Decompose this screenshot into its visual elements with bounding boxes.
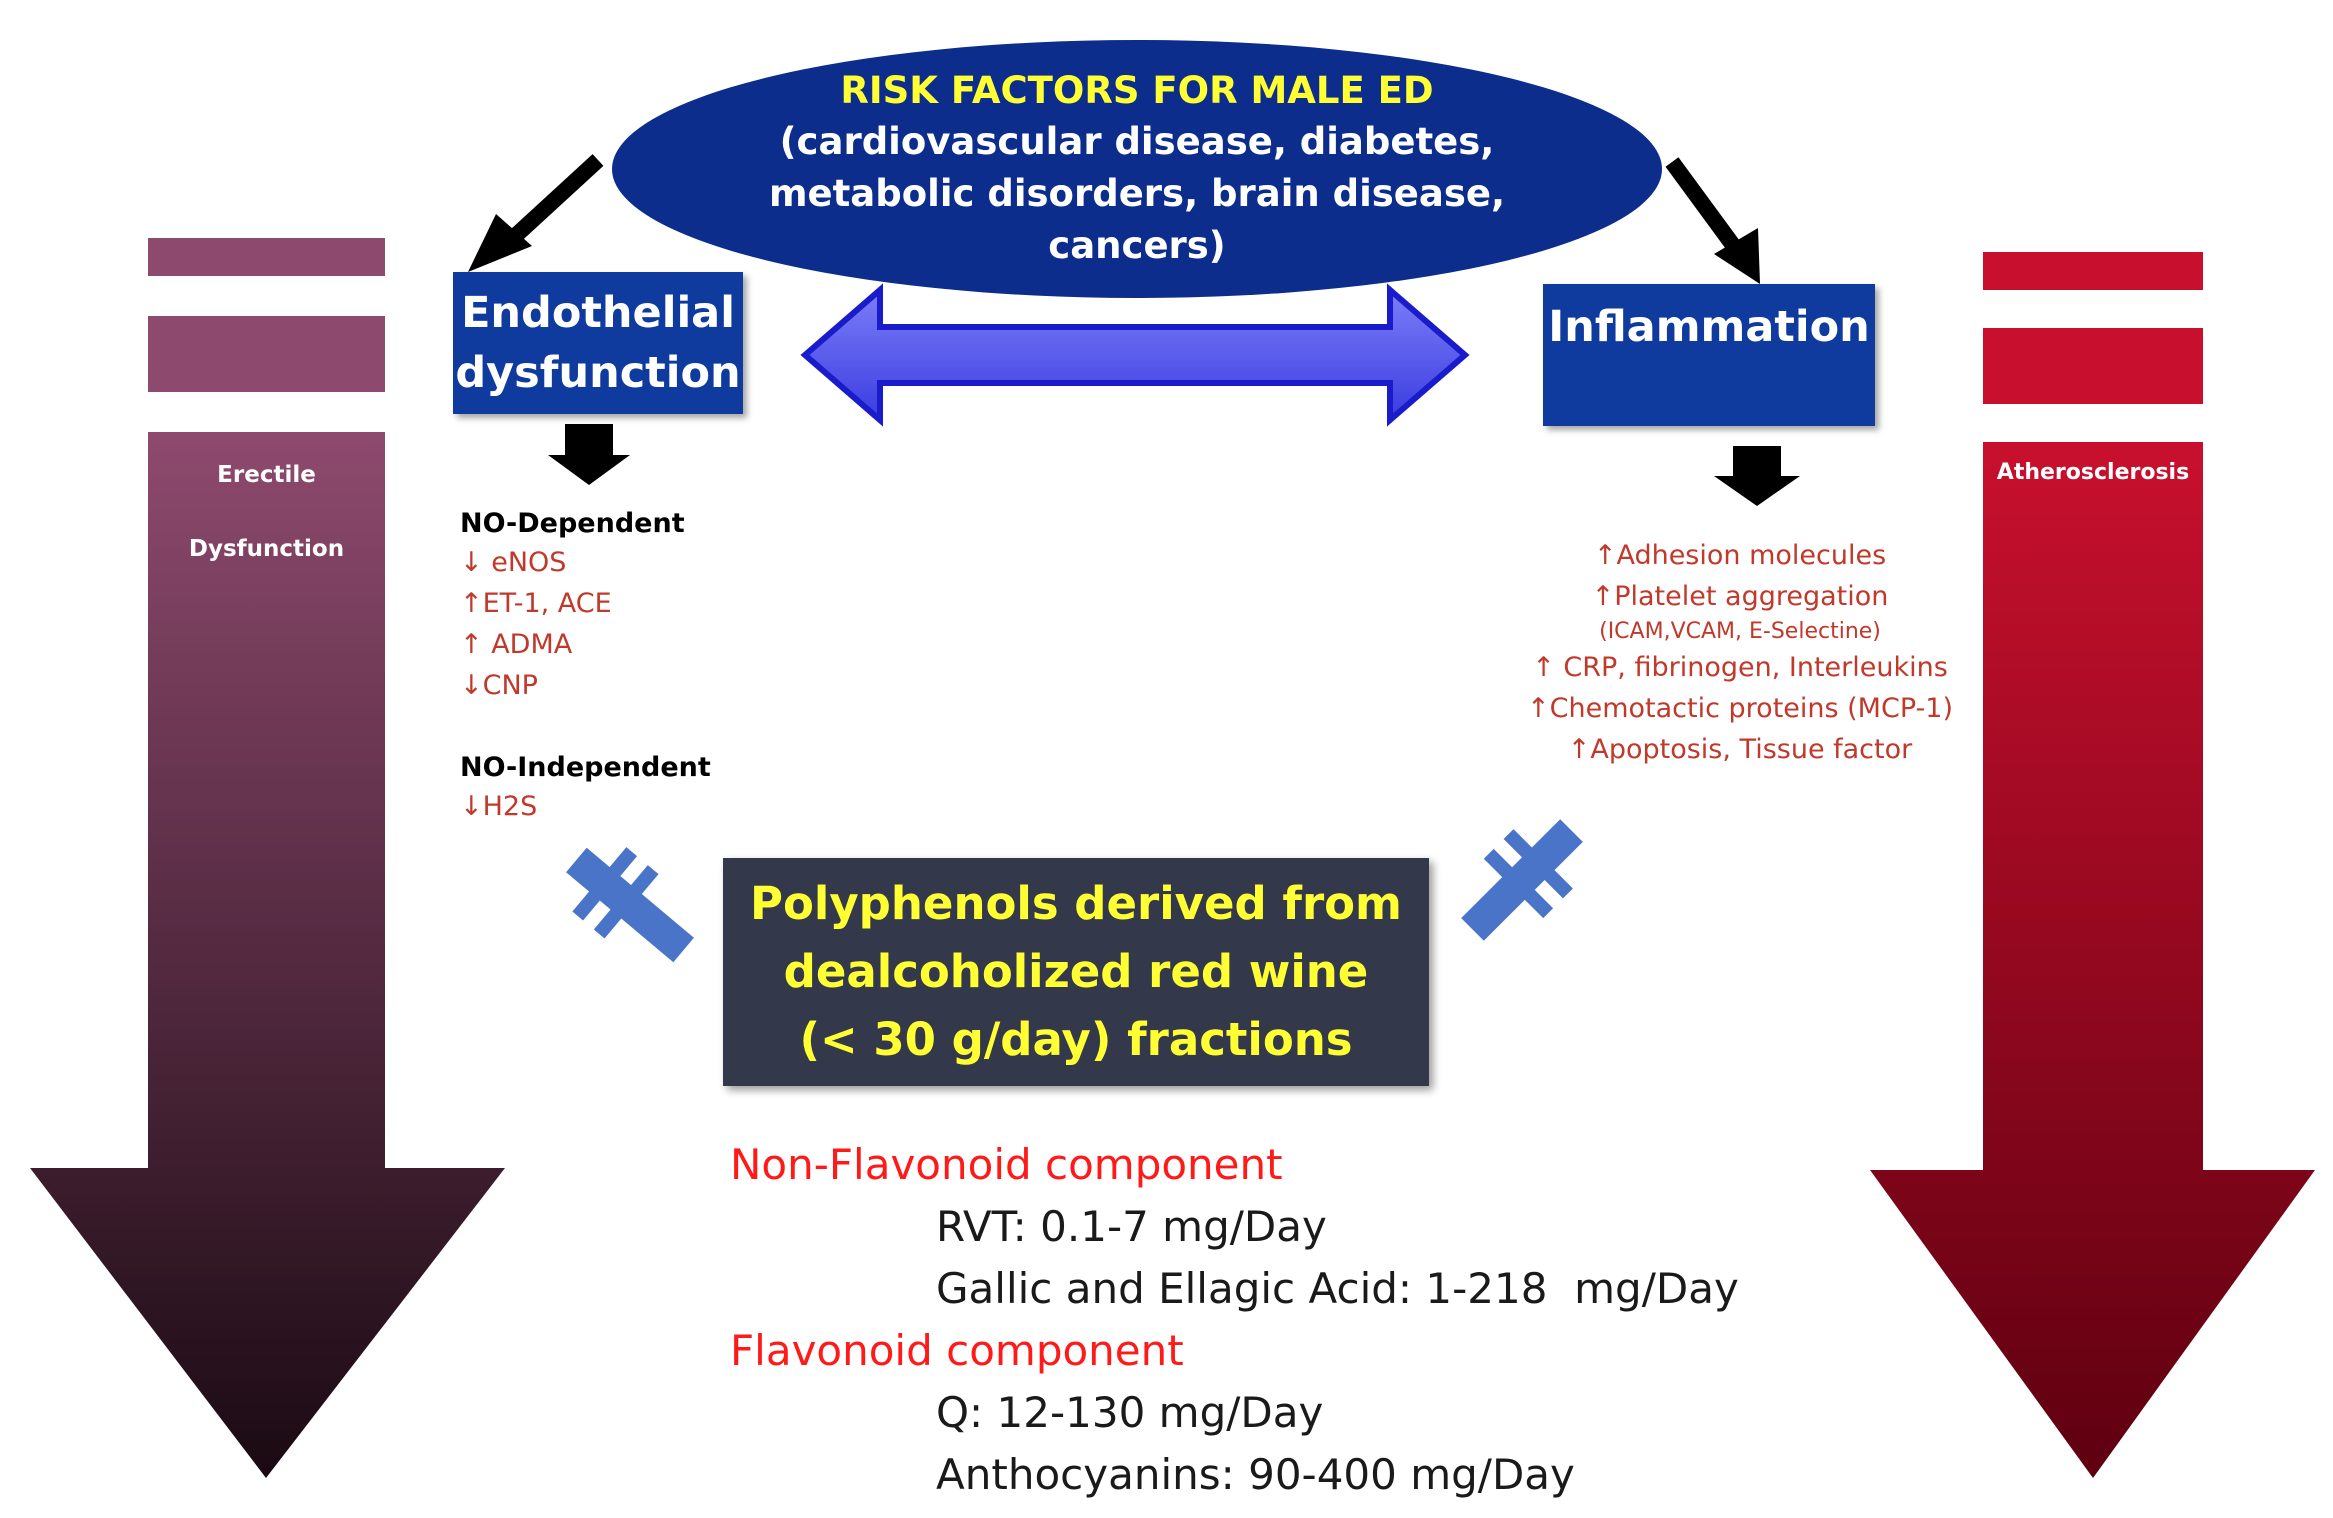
component-item: Gallic and Ellagic Acid: 1-218 mg/Day [936,1264,1739,1313]
risk-to-inflammation-arrow [1665,157,1760,284]
erectile-label-line2: Dysfunction [188,536,345,562]
list-item: ↑Adhesion molecules [1593,540,1887,571]
list-item: ↑ ADMA [460,629,573,660]
polyphenols-box: Polyphenols derived from dealcoholized r… [723,858,1429,1086]
risk-factors-ellipse: RISK FACTORS FOR MALE ED (cardiovascular… [612,40,1662,298]
polyphenols-line: (< 30 g/day) fractions [799,1013,1353,1066]
no-independent-heading: NO-Independent [460,752,711,783]
bidirectional-arrow [800,283,1470,427]
list-item: ↓H2S [460,791,538,822]
endothelial-dysfunction-box: Endothelial dysfunction [453,272,743,414]
atherosclerosis-arrow [1870,442,2315,1478]
list-item: ↑Chemotactic proteins (MCP-1) [1527,693,1953,724]
list-item: ↓CNP [460,670,538,701]
component-item: Anthocyanins: 90-400 mg/Day [936,1450,1575,1499]
no-dependent-heading: NO-Dependent [460,508,685,539]
polyphenols-line: Polyphenols derived from [750,877,1402,930]
list-item: ↑ET-1, ACE [460,588,612,619]
left-bar-top [148,238,385,276]
endothelial-label-line1: Endothelial [461,288,735,338]
list-item: ↑Apoptosis, Tissue factor [1567,734,1913,765]
erectile-label-line1: Erectile [217,462,316,488]
inflammation-effects-list: ↑Adhesion molecules ↑Platelet aggregatio… [1490,535,1990,770]
left-bar-middle [148,316,385,392]
endothelial-down-arrow [548,424,630,485]
polyphenols-line: dealcoholized red wine [783,945,1369,998]
atherosclerosis-label: Atherosclerosis [1996,460,2190,485]
list-item: ↓ eNOS [460,547,567,578]
risk-factor-line: metabolic disorders, brain disease, [768,172,1506,215]
risk-factor-line: cancers) [1048,224,1226,267]
list-item: ↑Platelet aggregation [1591,581,1889,612]
inflammation-box: Inflammation [1543,284,1875,426]
no-dependent-list: NO-Dependent ↓ eNOS ↑ET-1, ACE ↑ ADMA ↓C… [460,506,800,706]
inflammation-label: Inflammation [1548,302,1870,352]
endothelial-label-line2: dysfunction [455,348,741,398]
non-flavonoid-heading: Non-Flavonoid component [730,1140,1283,1189]
left-inhibition-icon [566,847,694,963]
no-independent-list: NO-Independent ↓H2S [460,750,800,827]
risk-factors-title: RISK FACTORS FOR MALE ED [840,69,1434,112]
component-item: RVT: 0.1-7 mg/Day [936,1202,1327,1251]
right-bar-middle [1983,328,2203,404]
right-bar-top [1983,252,2203,290]
flavonoid-heading: Flavonoid component [730,1326,1184,1375]
risk-factor-line: (cardiovascular disease, diabetes, [779,120,1495,163]
list-item: (ICAM,VCAM, E-Selectine) [1599,619,1881,644]
component-item: Q: 12-130 mg/Day [936,1388,1324,1437]
inflammation-down-arrow [1714,446,1800,506]
right-inhibition-icon [1461,819,1583,941]
list-item: ↑ CRP, fibrinogen, Interleukins [1532,652,1948,683]
erectile-dysfunction-arrow [30,432,505,1478]
risk-to-endothelial-arrow [468,154,604,272]
